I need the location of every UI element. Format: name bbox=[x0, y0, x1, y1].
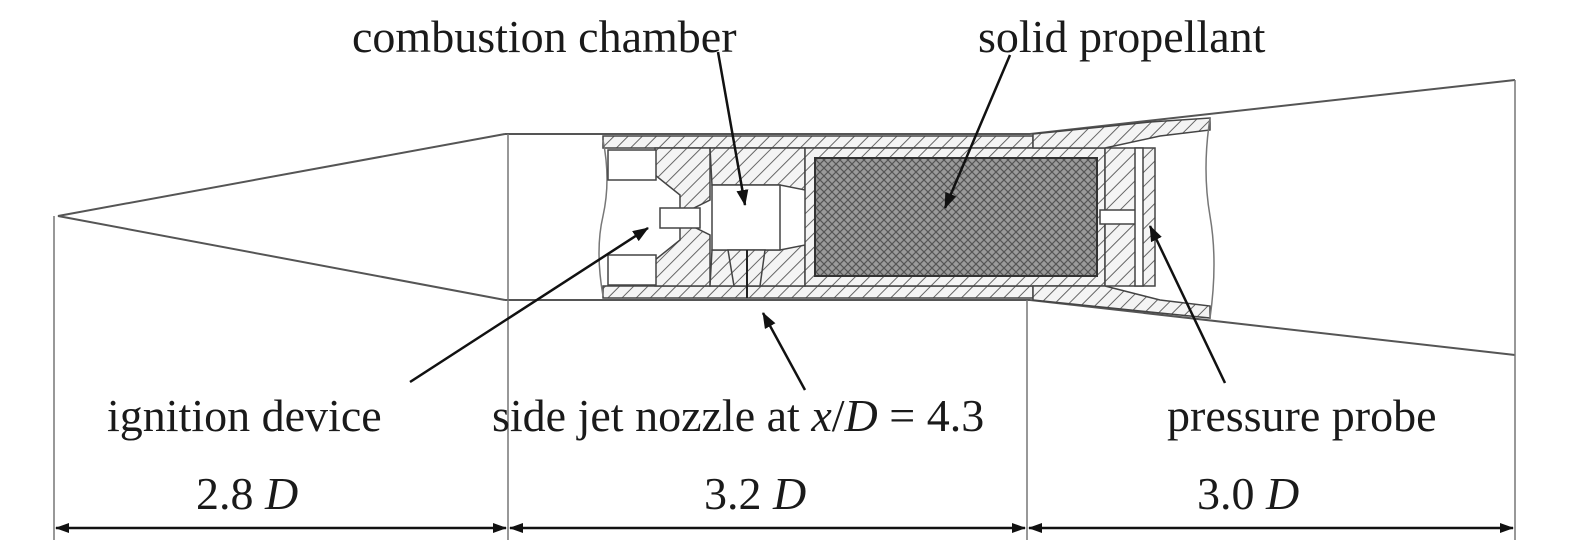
leader-side-jet-nozzle bbox=[761, 312, 807, 391]
dimension-body-label: 3.2 D bbox=[704, 468, 806, 519]
body-outline bbox=[505, 133, 1030, 301]
internal-assembly bbox=[598, 117, 1215, 319]
side-jet-nozzle-label: side jet nozzle at x/D = 4.3 bbox=[492, 390, 984, 441]
solid-propellant-label: solid propellant bbox=[978, 11, 1266, 62]
nose-cone bbox=[57, 133, 506, 301]
leader-pressure-probe bbox=[1148, 225, 1227, 384]
pressure-probe-label: pressure probe bbox=[1167, 390, 1437, 441]
leader-combustion-chamber bbox=[716, 51, 749, 206]
flare-section bbox=[1029, 79, 1516, 540]
dimension-flare-label: 3.0 D bbox=[1197, 468, 1299, 519]
leader-lines bbox=[409, 51, 1227, 391]
combustion-chamber-label: combustion chamber bbox=[352, 11, 737, 62]
leader-solid-propellant bbox=[943, 54, 1012, 209]
ignition-device-label: ignition device bbox=[107, 390, 382, 441]
extension-lines bbox=[53, 134, 1028, 540]
leader-ignition-device bbox=[409, 226, 649, 384]
dimension-nose-label: 2.8 D bbox=[196, 468, 298, 519]
